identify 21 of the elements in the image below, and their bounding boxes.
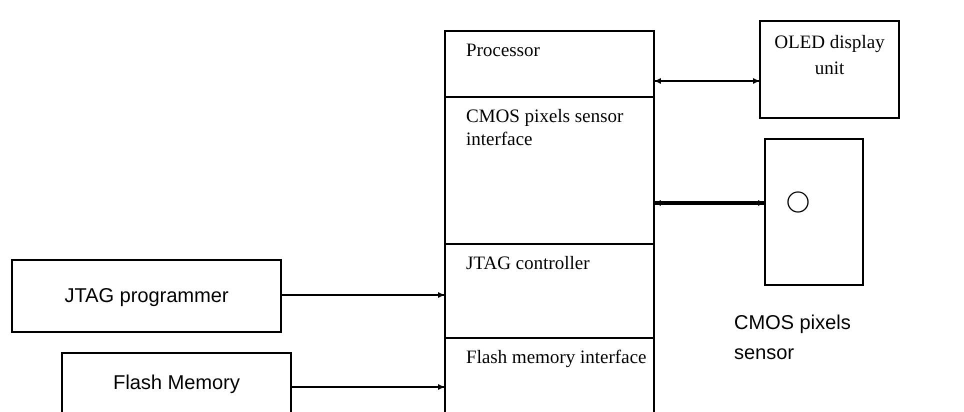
block-box — [61, 352, 292, 412]
component-caption: CMOS pixels sensor — [734, 311, 852, 366]
block-box — [11, 259, 282, 333]
arrow — [292, 384, 444, 390]
block-label: JTAG programmer — [64, 284, 229, 308]
block-label: Flash Memory — [113, 372, 240, 394]
arrow — [655, 78, 759, 84]
arrow — [282, 292, 444, 298]
block-label: CMOS pixels sensor interface — [466, 106, 624, 150]
circle-shape — [787, 191, 809, 213]
block-label: OLED display unit — [774, 32, 885, 79]
block-label: JTAG controller — [466, 253, 590, 274]
block-box — [444, 30, 655, 98]
arrow — [655, 200, 764, 206]
block-box — [759, 20, 900, 119]
block-box — [444, 96, 655, 245]
block-label: Processor — [466, 40, 540, 61]
block-box — [444, 243, 655, 339]
block-label: Flash memory interface — [466, 347, 646, 368]
sensor-box — [764, 138, 864, 286]
block-box — [444, 337, 655, 412]
